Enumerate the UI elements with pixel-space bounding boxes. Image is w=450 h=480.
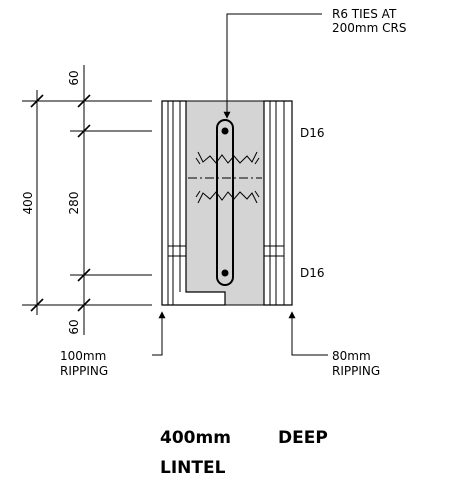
dim-overall-label: 400 <box>21 192 35 215</box>
ties-note-line1: R6 TIES AT <box>332 7 397 21</box>
left-ripping-label: RIPPING <box>60 364 108 378</box>
dim-top-cover-label: 60 <box>67 70 81 85</box>
right-ripping <box>263 100 293 306</box>
top-bar-label: D16 <box>300 126 325 140</box>
ties-note-line2: 200mm CRS <box>332 21 406 35</box>
top-d16-bar <box>221 127 229 135</box>
left-ripping-size: 100mm <box>60 349 106 363</box>
leader-lines <box>152 13 328 356</box>
right-ripping-label: RIPPING <box>332 364 380 378</box>
dim-bottom-cover-label: 60 <box>67 319 81 334</box>
title-size: 400mm <box>160 428 231 448</box>
dimension-lines <box>22 65 152 335</box>
bottom-bar-label: D16 <box>300 266 325 280</box>
left-ripping <box>161 100 226 306</box>
lintel-cross-section <box>161 100 293 306</box>
dim-middle-label: 280 <box>67 192 81 215</box>
r6-tie <box>216 119 234 286</box>
title-deep: DEEP <box>278 428 328 448</box>
bottom-d16-bar <box>221 269 229 277</box>
title-lintel: LINTEL <box>160 458 226 478</box>
right-ripping-size: 80mm <box>332 349 371 363</box>
